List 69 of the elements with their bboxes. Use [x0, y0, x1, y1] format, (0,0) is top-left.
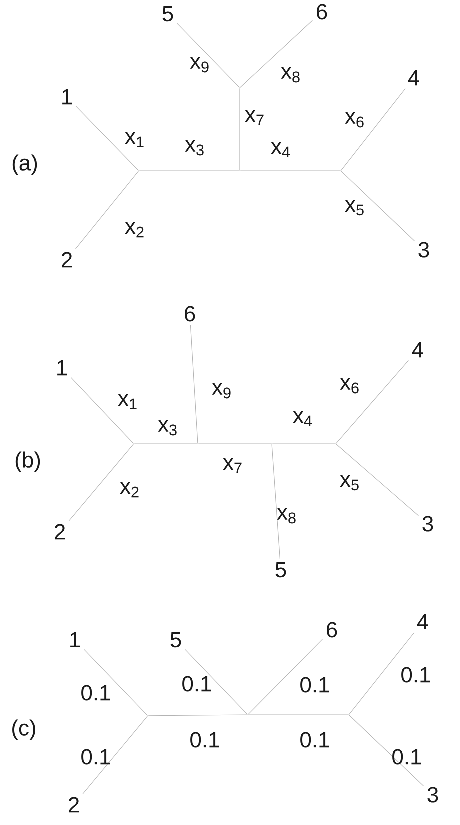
leaf-label: 2 — [69, 797, 80, 813]
leaf-label: 4 — [412, 342, 424, 358]
tree-branch — [336, 360, 409, 444]
tree-branch — [177, 23, 240, 88]
leaf-label: 1 — [58, 360, 68, 376]
branch-label: x$_{2}$ — [125, 222, 144, 238]
leaf-label: 5 — [170, 632, 182, 648]
branch-label: x$_{7}$ — [223, 458, 242, 474]
tree-branch — [76, 106, 139, 171]
tree-branch — [240, 20, 313, 88]
tree-branch — [272, 444, 281, 560]
leaf-label: 1 — [62, 89, 72, 105]
leaf-label: 4 — [417, 614, 428, 630]
leaf-label: 6 — [317, 4, 328, 20]
leaf-label: 3 — [422, 516, 434, 532]
tree-branch — [71, 378, 134, 444]
branch-label: 0.1 — [402, 667, 430, 683]
tree-branch — [336, 444, 419, 516]
leaf-label: 2 — [55, 524, 66, 540]
panel-label: (a) — [12, 154, 38, 176]
leaf-label: 2 — [62, 252, 72, 268]
panel-label: (c) — [12, 720, 36, 740]
leaf-label: 5 — [162, 6, 174, 22]
tree-branch — [240, 170, 341, 172]
tree-branch — [341, 88, 406, 171]
branch-label: x$_{3}$ — [158, 420, 177, 436]
branch-label: x$_{1}$ — [118, 394, 137, 410]
branch-label: x$_{7}$ — [245, 110, 264, 126]
leaf-label: 6 — [185, 306, 196, 322]
tree-branch — [84, 649, 148, 716]
tree-branch — [349, 715, 424, 786]
tree-branch — [68, 444, 134, 522]
branch-label: x$_{9}$ — [212, 383, 231, 399]
branch-label: x$_{3}$ — [185, 140, 204, 156]
leaf-label: 3 — [418, 242, 430, 258]
branch-label: 0.1 — [392, 749, 422, 765]
leaf-label: 6 — [327, 622, 338, 638]
branch-label: 0.1 — [82, 685, 110, 701]
branch-label: x$_{8}$ — [281, 67, 300, 83]
tree-branch — [76, 171, 139, 250]
tree-branch — [248, 714, 349, 716]
tree-branch — [148, 714, 248, 716]
tree-branch — [341, 171, 415, 242]
leaf-label: 4 — [408, 70, 420, 86]
tree-branch — [185, 649, 248, 715]
tree-branch — [139, 170, 240, 172]
branch-label: x$_{6}$ — [345, 112, 364, 128]
branch-label: x$_{4}$ — [271, 142, 290, 158]
branch-label: x$_{2}$ — [120, 482, 139, 498]
tree-branch — [82, 716, 148, 794]
leaf-label: 5 — [276, 562, 286, 578]
branch-label: 0.1 — [300, 732, 330, 748]
branch-label: 0.1 — [190, 732, 220, 748]
branch-label: x$_{5}$ — [340, 475, 359, 491]
branch-label: 0.1 — [182, 676, 212, 692]
panel-label: (b) — [16, 452, 40, 472]
tree-branch — [248, 639, 323, 715]
tree-branch — [190, 324, 198, 444]
branch-label: x$_{8}$ — [277, 508, 296, 524]
branch-label: 0.1 — [82, 749, 110, 765]
branch-label: x$_{4}$ — [293, 411, 312, 427]
branch-label: x$_{5}$ — [345, 200, 364, 216]
branch-label: x$_{1}$ — [125, 132, 144, 148]
leaf-label: 1 — [70, 632, 80, 648]
branch-label: x$_{6}$ — [340, 378, 359, 394]
branch-label: 0.1 — [300, 677, 330, 693]
tree-branch — [349, 632, 415, 715]
leaf-label: 3 — [428, 787, 438, 803]
branch-label: x$_{9}$ — [190, 57, 209, 73]
